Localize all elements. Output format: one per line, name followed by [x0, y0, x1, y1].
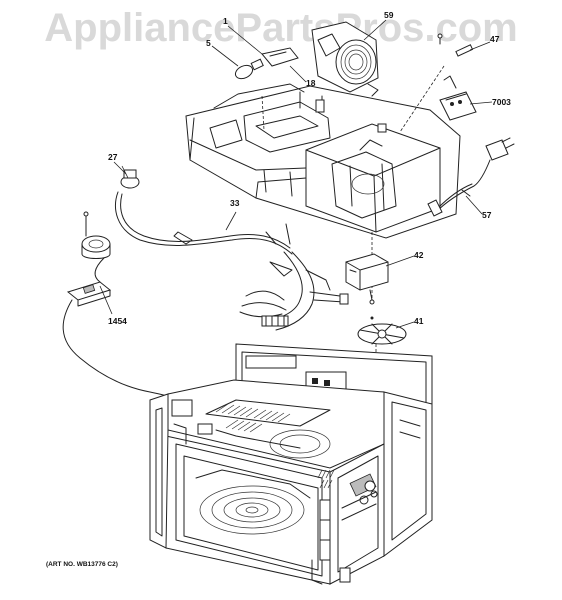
control-board-part-7003[interactable] [439, 75, 477, 121]
fan-motor-assembly-part-59[interactable] [311, 21, 379, 97]
art-number: (ART NO. WB13776 C2) [46, 561, 118, 568]
power-cord-part-57[interactable] [427, 137, 515, 217]
watermark: AppliancePartsPros.com [44, 6, 518, 50]
oven-cavity-frame [149, 343, 433, 585]
lamp-socket-part-1[interactable] [261, 47, 299, 67]
screw-part-47[interactable] [437, 33, 474, 57]
callout-18: 18 [306, 78, 316, 88]
callout-42: 42 [414, 250, 424, 260]
callout-7003: 7003 [492, 97, 511, 107]
callout-57: 57 [482, 210, 492, 220]
callout-33: 33 [230, 198, 240, 208]
callout-1454: 1454 [108, 316, 127, 326]
callout-1: 1 [223, 16, 228, 26]
fan-blade-part-41[interactable] [357, 316, 407, 363]
right-vent-slots [317, 469, 335, 489]
callout-5: 5 [206, 38, 211, 48]
thermostat-part-27[interactable] [120, 165, 140, 189]
wire-harness-part-33[interactable] [115, 191, 349, 331]
callout-59: 59 [384, 10, 394, 20]
callout-27: 27 [108, 152, 118, 162]
lamp-bulb-part-5[interactable] [233, 58, 264, 81]
callout-41: 41 [414, 316, 424, 326]
relay-part-42[interactable] [345, 253, 389, 305]
vent-slots [215, 403, 291, 433]
callout-47: 47 [490, 34, 500, 44]
top-duct-housing [185, 65, 461, 300]
